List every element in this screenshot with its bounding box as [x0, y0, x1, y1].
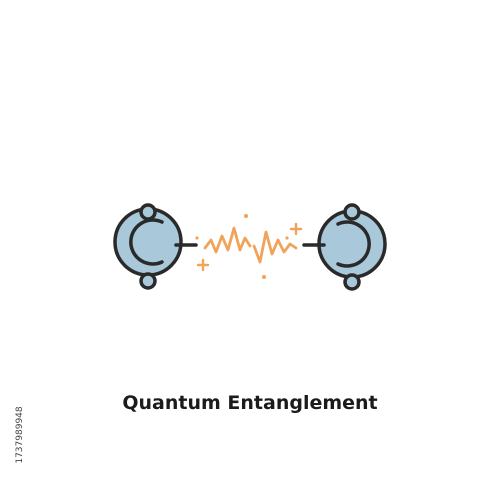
particle-left-icon: [113, 203, 198, 290]
sparkle-icon: [196, 222, 303, 272]
entanglement-wave-icon: [203, 226, 298, 264]
stock-image-id: 1737989948: [15, 406, 25, 464]
illustration-caption: Quantum Entanglement: [122, 392, 378, 414]
sparkle-dots: [195, 214, 289, 279]
particle-right-icon: [302, 203, 387, 291]
